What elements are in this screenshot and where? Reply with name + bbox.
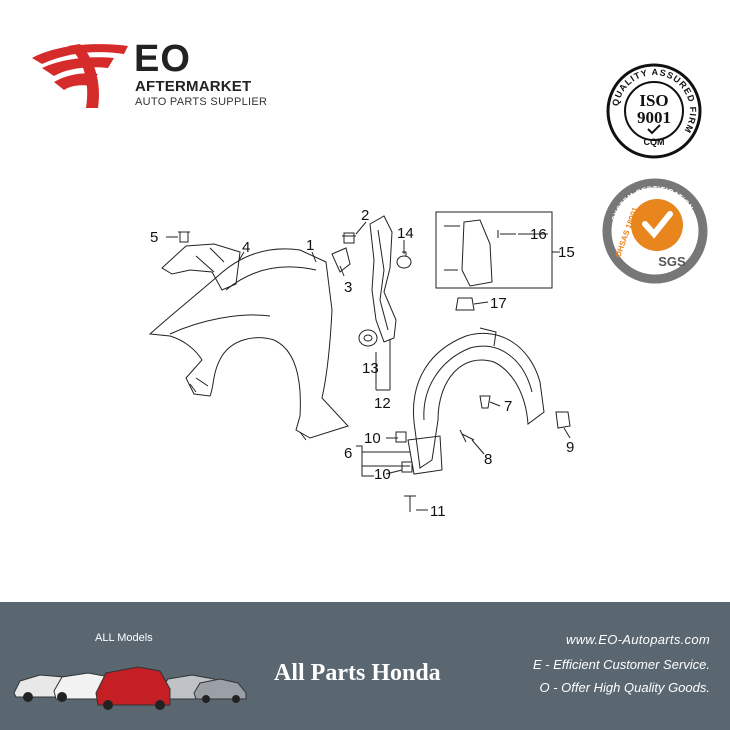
clip-14-part[interactable] — [396, 251, 412, 269]
callout-13: 13 — [362, 360, 379, 377]
iso-line2: 9001 — [637, 108, 671, 127]
checkmark-icon — [647, 124, 661, 135]
footer-title: All Parts Honda — [274, 660, 441, 686]
callout-5: 5 — [150, 229, 158, 246]
check-icon — [642, 211, 673, 239]
callout-7: 7 — [504, 398, 512, 415]
callout-6: 6 — [344, 445, 352, 462]
mudguard-15-part[interactable] — [461, 219, 493, 287]
car-lineup-image[interactable] — [10, 649, 250, 711]
fender-bracket-part[interactable] — [161, 243, 241, 291]
brand-name: EO — [134, 38, 191, 80]
inner-fender-liner-part[interactable] — [407, 327, 545, 475]
clip-7-part[interactable] — [479, 395, 491, 409]
clip-9-part[interactable] — [555, 411, 571, 429]
callout-17: 17 — [490, 295, 507, 312]
sgs-ohsas-badge: SYSTEM CERTIFICATION OHSAS 18001 SGS — [602, 178, 708, 284]
callout-10-lower: 10 — [374, 466, 391, 483]
all-models-label[interactable]: ALL Models — [95, 632, 153, 644]
eo-logo[interactable]: EO AFTERMARKET AUTO PARTS SUPPLIER — [28, 38, 268, 114]
sgs-mark: SGS — [658, 254, 686, 269]
fender-seal-part[interactable] — [369, 215, 397, 343]
website-link[interactable]: www.EO-Autoparts.com — [566, 632, 710, 647]
callout-12: 12 — [374, 395, 391, 412]
callout-10-upper: 10 — [364, 430, 381, 447]
parts-diagram: 5 4 1 2 3 14 16 15 17 13 12 7 9 8 10 6 1… — [148, 207, 575, 520]
callout-4: 4 — [242, 239, 250, 256]
front-fender-part[interactable] — [148, 248, 349, 441]
screw-16-part[interactable] — [497, 230, 516, 238]
footer-bar: ALL Models All Parts Honda www.EO-Autopa… — [0, 602, 730, 730]
bolt-2-part[interactable] — [342, 232, 356, 244]
iso-line3: CQM — [644, 137, 665, 147]
callout-14: 14 — [397, 225, 414, 242]
slogan-line-2: O - Offer High Quality Goods. — [539, 680, 710, 695]
screw-11-part[interactable] — [404, 495, 416, 512]
nut-10-part[interactable] — [395, 431, 413, 473]
iso-9001-badge: QUALITY ASSURED FIRM ISO 9001 CQM — [606, 63, 702, 159]
eo-wing-logo-icon — [32, 44, 128, 108]
slogan-line-1: E - Efficient Customer Service. — [533, 657, 710, 672]
callout-16: 16 — [530, 226, 547, 243]
screw-8-part[interactable] — [459, 429, 475, 443]
screw-15-part[interactable] — [444, 225, 460, 271]
brand-tagline: AUTO PARTS SUPPLIER — [135, 96, 268, 108]
callout-15: 15 — [558, 244, 575, 261]
callout-1: 1 — [306, 237, 314, 254]
iso-line1: ISO — [639, 91, 668, 110]
grommet-13-part[interactable] — [358, 329, 378, 347]
callout-3: 3 — [344, 279, 352, 296]
clip-3-part[interactable] — [331, 247, 351, 273]
clip-17-part[interactable] — [455, 297, 475, 311]
callout-9: 9 — [566, 439, 574, 456]
callout-11: 11 — [430, 503, 446, 520]
callout-8: 8 — [484, 451, 492, 468]
bolt-5-part[interactable] — [178, 231, 190, 243]
callout-2: 2 — [361, 207, 369, 224]
brand-subtitle: AFTERMARKET — [135, 78, 252, 95]
